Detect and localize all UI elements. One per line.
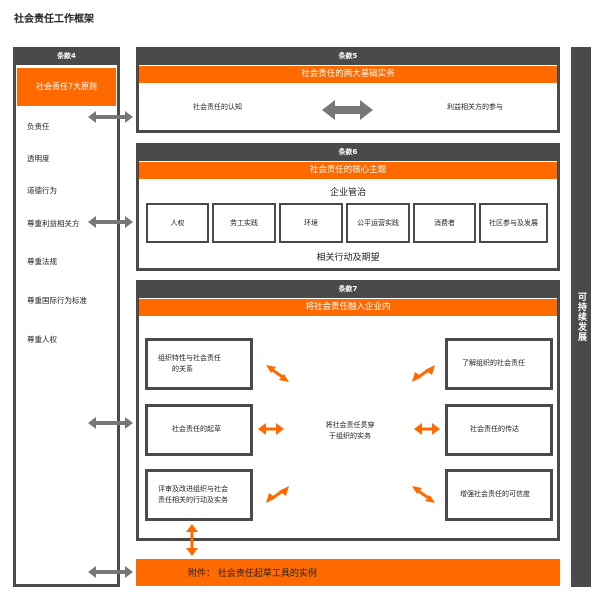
principle-item: 尊重人权 (27, 335, 57, 344)
principle-item: 负责任 (27, 122, 50, 131)
process-box-right: 社会责任的传达 (445, 404, 553, 456)
box-line: 的关系 (172, 365, 193, 373)
clause4-panel (13, 47, 120, 587)
clause6-header: 条款6 (136, 143, 560, 161)
governance-label: 企业管治 (329, 188, 366, 198)
core-topic: 消费者 (413, 203, 476, 243)
process-box-left: 评审及改进组织与社会责任相关的行动及实务 (145, 469, 253, 521)
box-line: 责任相关的行动及实务 (158, 496, 228, 504)
clause5-header: 条款5 (136, 47, 560, 65)
process-box-left: 组织特性与社会责任的关系 (145, 338, 253, 390)
principle-item: 尊重利益相关方 (27, 219, 80, 228)
center-line: 将社会责任贯穿 (325, 421, 375, 429)
orange-diagonal-arrow-icon (416, 488, 431, 501)
principle-item: 尊重国际行为标准 (27, 296, 87, 305)
core-topic: 环境 (279, 203, 343, 243)
center-line: 于组织的实务 (329, 431, 371, 440)
grey-double-arrow-icon (88, 111, 133, 123)
clause7-banner: 将社会责任融入企业内 (139, 299, 557, 316)
actions-label: 相关行动及期望 (316, 253, 380, 263)
clause5-right-text: 利益相关方的参与 (447, 103, 503, 111)
core-topic: 社区参与及发展 (479, 203, 548, 243)
core-topic: 人权 (146, 203, 209, 243)
sustainability-label: 可持续发展 (576, 292, 586, 342)
clause4-header: 条款4 (13, 47, 120, 65)
clause4-banner: 社会责任7大原则 (17, 68, 116, 106)
box-line: 了解组织的社会责任 (462, 359, 525, 368)
sustainability-sidebar (571, 47, 591, 587)
principle-item: 道德行为 (27, 186, 57, 195)
box-line: 社会责任的起草 (172, 425, 221, 434)
big-double-arrow-icon (322, 100, 373, 120)
principle-item: 透明度 (27, 154, 50, 163)
orange-diagonal-arrow-icon (270, 367, 285, 380)
core-topic: 公平运营实践 (346, 203, 410, 243)
core-topic: 劳工实践 (212, 203, 276, 243)
grey-double-arrow-icon (88, 417, 133, 429)
page-title: 社会责任工作框架 (14, 14, 94, 25)
box-line: 组织特性与社会责任 (158, 353, 221, 362)
annex-bar (136, 559, 560, 586)
annex-label: 附件： 社会责任起草工具的实例 (188, 569, 317, 579)
grey-double-arrow-icon (88, 566, 133, 578)
process-box-right: 了解组织的社会责任 (445, 338, 553, 390)
box-line: 增强社会责任的可信度 (460, 490, 530, 499)
clause5-banner: 社会责任的两大基础实务 (139, 66, 557, 83)
grey-double-arrow-icon (88, 216, 133, 228)
box-line: 社会责任的传达 (470, 425, 519, 434)
clause5-left-text: 社会责任的认知 (193, 103, 242, 111)
box-line: 评审及改进组织与社会 (158, 484, 228, 493)
clause6-banner: 社会责任的核心主题 (139, 162, 557, 179)
clause7-center-text: 将社会责任贯穿 于组织的实务 (290, 420, 410, 441)
orange-arrows (186, 365, 440, 556)
process-box-right: 增强社会责任的可信度 (445, 469, 553, 521)
principle-item: 尊重法规 (27, 257, 57, 266)
clause7-header: 条款7 (136, 280, 560, 298)
process-box-left: 社会责任的起草 (145, 404, 253, 456)
